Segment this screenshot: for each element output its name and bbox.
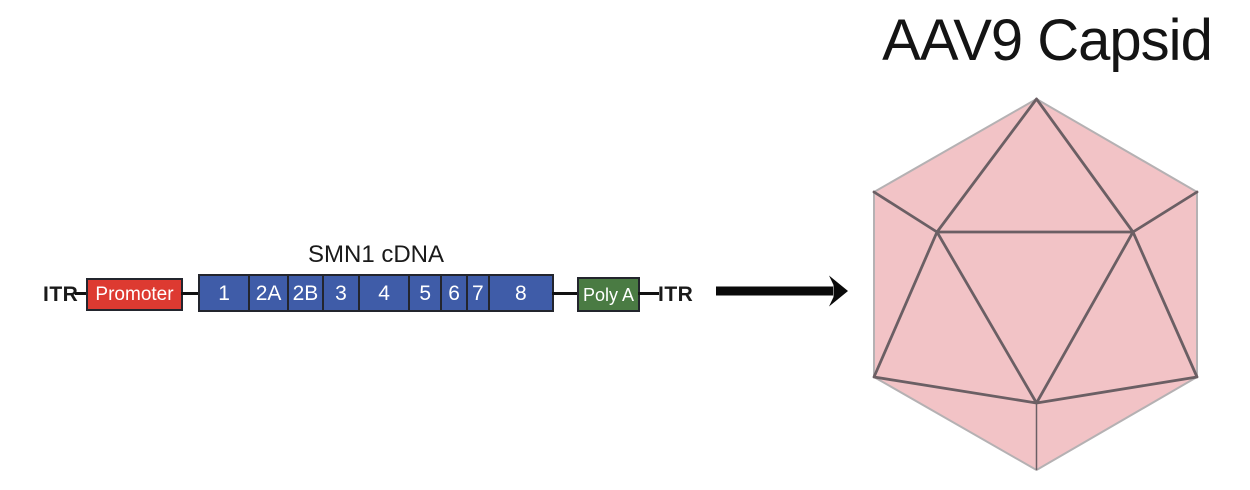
promoter-box: Promoter [86, 278, 183, 311]
connector-line-promoter-exons [181, 292, 200, 295]
capsid-facet-lines [872, 97, 1199, 405]
exon-box-4: 4 [357, 276, 409, 310]
promoter-label: Promoter [95, 284, 174, 305]
right-arrow-icon [716, 275, 848, 307]
capsid-icosahedron [872, 97, 1199, 471]
capsid-outline-hexagon [873, 98, 1198, 471]
polya-label: Poly A [582, 284, 635, 305]
exon-box-2A: 2A [248, 276, 287, 310]
exon-box-3: 3 [321, 276, 358, 310]
connector-line-itr-promoter [75, 292, 88, 295]
exon-box-5: 5 [408, 276, 441, 310]
exon-box-2B: 2B [286, 276, 322, 310]
arrow-shaft [716, 286, 833, 296]
exon-box-7: 7 [465, 276, 488, 310]
arrow-head [829, 275, 848, 307]
capsid-title: AAV9 Capsid [882, 8, 1213, 73]
exon-box-6: 6 [440, 276, 466, 310]
exon-box-8: 8 [487, 276, 553, 310]
cdna-label: SMN1 cDNA [307, 241, 445, 268]
exon-box-1: 1 [200, 276, 249, 310]
itr-label-right: ITR [658, 283, 694, 306]
connector-line-exons-polya [552, 292, 578, 295]
connector-line-polya-itr [638, 292, 659, 295]
itr-label-left: ITR [43, 283, 79, 306]
polya-box: Poly A [577, 277, 640, 312]
